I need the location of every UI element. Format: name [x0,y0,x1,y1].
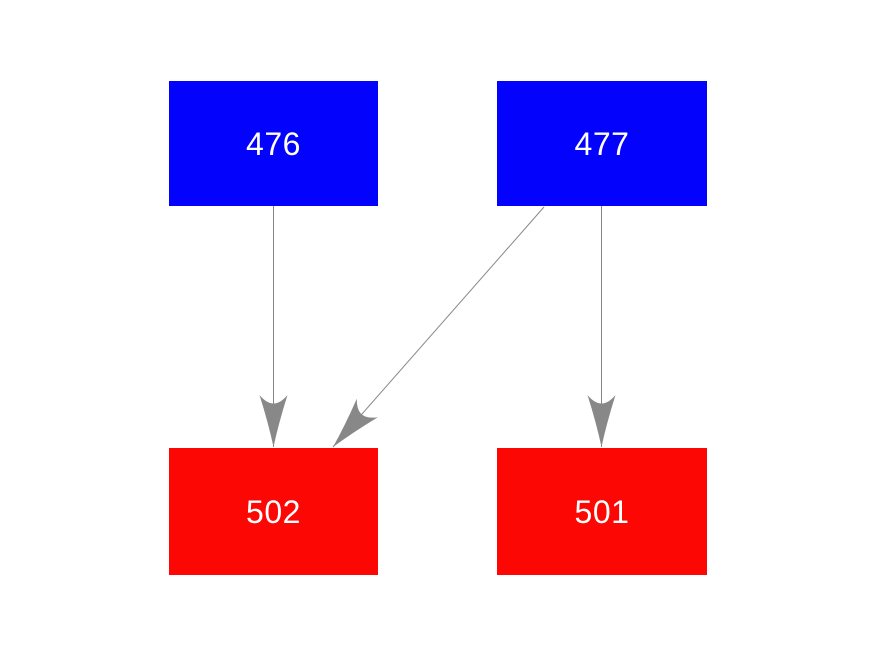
node-label: 477 [574,125,630,162]
node-501[interactable]: 501 [497,448,707,575]
edge-477-502[interactable] [332,206,545,448]
node-label: 476 [246,125,301,162]
node-476[interactable]: 476 [169,81,378,206]
node-label: 501 [574,493,630,530]
node-477[interactable]: 477 [497,81,707,206]
node-502[interactable]: 502 [169,448,378,575]
node-label: 502 [246,493,301,530]
